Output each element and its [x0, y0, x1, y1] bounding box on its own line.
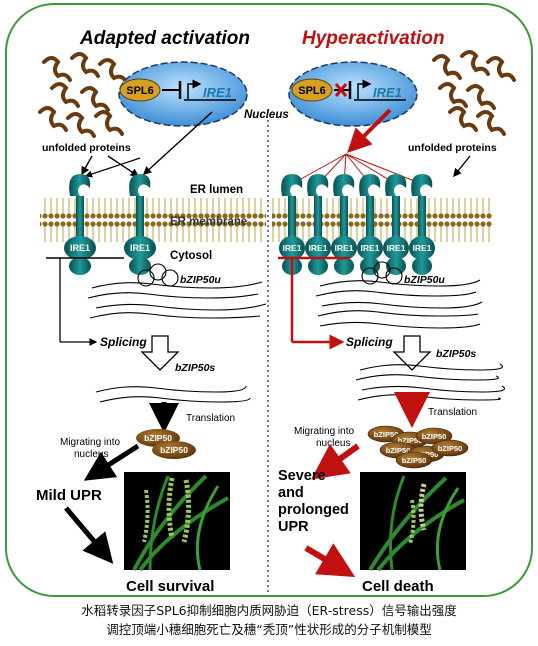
ire1-protein-label-right-3: IRE1 [335, 243, 354, 253]
splicing-label-right: Splicing [346, 335, 393, 349]
mrna-bzip50u-left [87, 263, 267, 319]
ire1-protein-label-right-4: IRE1 [361, 243, 380, 253]
cytosol-label: Cytosol [170, 250, 212, 262]
ire1-receptor-left-2 [124, 174, 156, 275]
migrating-label-left: Migrating into nucleus [60, 437, 123, 460]
outer-frame [5, 3, 533, 597]
unfolded-protein-cluster-right [432, 50, 516, 136]
ire1-receptors-right: IRE1 IRE1 IRE1 IRE1 IRE1 IRE1 [279, 174, 435, 275]
er-membrane-label: ER membrane [170, 216, 247, 228]
ire1-protein-label-left-1: IRE1 [70, 243, 90, 253]
bzip50-proteins-right: bZIP50bZIP50bZIP50bZIP50bZIP50bZIP50bZIP… [367, 425, 469, 469]
mrna-bzip50s-right [355, 363, 506, 401]
splicing-label-left: Splicing [100, 335, 147, 349]
rice-panicle-photo-left [124, 472, 230, 572]
bzip50s-label-left: bZIP50s [175, 362, 215, 374]
spl6-left-label: SPL6 [126, 85, 154, 97]
unfolded-label-left: unfolded proteins [42, 142, 131, 154]
spl6-left [119, 78, 161, 102]
red-activation-arrow [347, 108, 392, 153]
er-lumen-label: ER lumen [190, 184, 243, 196]
cell-survival-label: Cell survival [126, 578, 214, 595]
diagram-svg: Adapted activation Hyperactivation SPL6 … [5, 3, 533, 597]
translation-label-right: Translation [428, 407, 477, 418]
bzip50-label-right-2: bZIP50 [398, 436, 423, 445]
migrating-label-right: Migrating into nucleus [294, 426, 357, 449]
ire1-gene-left: IRE1 [203, 85, 232, 100]
bzip50-label-right-7: bZIP50 [402, 456, 427, 465]
bzip50-proteins-left [136, 429, 196, 459]
bzip50s-label-right: bZIP50s [436, 348, 476, 360]
ire1-receptor-right-5: IRE1 [383, 174, 409, 275]
splicing-arrow-right [392, 335, 432, 371]
ire1-protein-label-right-1: IRE1 [283, 243, 302, 253]
title-left: Adapted activation [79, 28, 250, 49]
nucleus-left: SPL6 IRE1 [118, 61, 248, 127]
mild-upr-label: Mild UPR [36, 487, 102, 504]
bzip50-label-right-3: bZIP50 [422, 432, 447, 441]
nucleus-right: SPL6 IRE1 [288, 61, 418, 127]
spl6-right [291, 78, 333, 102]
bzip50u-label-left: bZIP50u [180, 274, 221, 286]
translation-label-left: Translation [186, 413, 235, 424]
ire1-protein-label-left-2: IRE1 [130, 243, 150, 253]
unfolded-protein-cluster-left [38, 52, 128, 138]
cell-death-label: Cell death [362, 578, 434, 595]
nucleus-label: Nucleus [244, 109, 289, 121]
ire1-receptor-left-1 [64, 174, 96, 275]
ire1-receptor-right-2: IRE1 [305, 174, 331, 275]
rice-panicle-photo-right [360, 472, 466, 572]
bzip50-label-right-4: bZIP50 [386, 446, 411, 455]
bzip50-label-right-1: bZIP50 [374, 430, 399, 439]
ire1-protein-label-right-6: IRE1 [413, 243, 432, 253]
splicing-arrow-left [140, 335, 180, 371]
blocked-x-icon [334, 83, 348, 97]
bzip50-label-right-6: bZIP50 [438, 444, 463, 453]
unfolded-label-right: unfolded proteins [408, 142, 497, 154]
ire1-receptor-right-1: IRE1 [279, 174, 305, 275]
mrna-bzip50s-left [95, 385, 251, 403]
ire1-receptor-right-3: IRE1 [331, 174, 357, 275]
ire1-protein-label-right-5: IRE1 [387, 243, 406, 253]
er-membrane-right [272, 198, 492, 242]
bzip50-label-left-2: bZIP50 [160, 445, 188, 455]
severe-upr-label: Severe and prolonged UPR [278, 468, 353, 535]
spl6-right-label: SPL6 [298, 85, 326, 97]
ire1-receptor-right-6: IRE1 [409, 174, 435, 275]
caption-line-1: 水稻转录因子SPL6抑制细胞内质网胁迫（ER-stress）信号输出强度 [81, 603, 457, 618]
mrna-bzip50u-right [315, 261, 483, 329]
bzip50-protein-right-7 [395, 451, 433, 469]
bzip50-label-left-1: bZIP50 [144, 433, 172, 443]
bzip50-protein-right-6 [431, 439, 469, 457]
ire1-gene-right: IRE1 [373, 85, 402, 100]
bzip50u-label-right: bZIP50u [404, 274, 445, 286]
title-right: Hyperactivation [302, 28, 445, 49]
caption-line-2: 调控顶端小穗细胞死亡及穗“秃顶”性状形成的分子机制模型 [106, 622, 432, 637]
ire1-protein-label-right-2: IRE1 [309, 243, 328, 253]
ire1-receptor-right-4: IRE1 [357, 174, 383, 275]
